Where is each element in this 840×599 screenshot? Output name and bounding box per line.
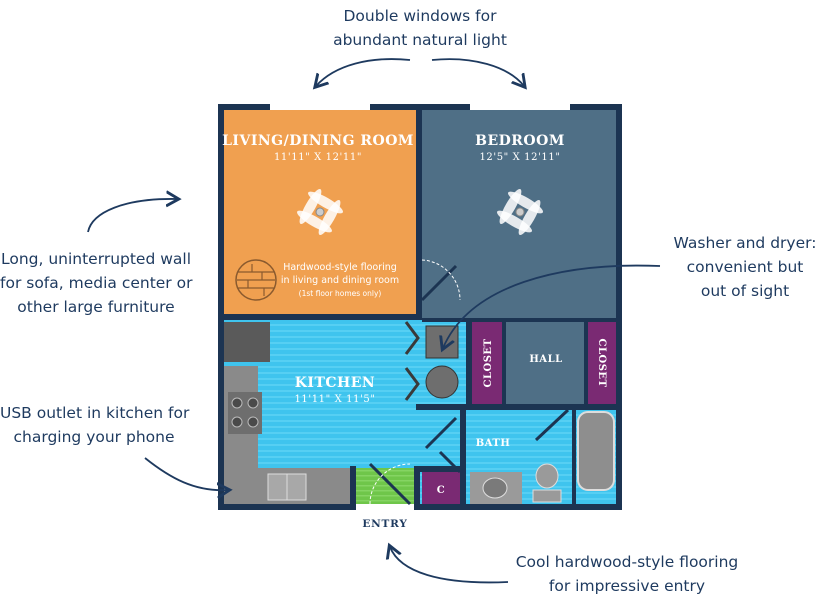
living-room-label: LIVING/DINING ROOM bbox=[222, 133, 414, 149]
annotation-line: Washer and dryer: bbox=[673, 234, 817, 252]
bath-sink bbox=[482, 477, 508, 499]
bathtub bbox=[577, 411, 615, 491]
dryer bbox=[425, 365, 459, 399]
arrow-windows-right bbox=[431, 58, 524, 86]
tub-door bbox=[534, 408, 570, 442]
annotation-washer: Washer and dryer: convenient but out of … bbox=[655, 231, 835, 303]
closet-left bbox=[472, 322, 502, 404]
wall bbox=[224, 314, 422, 320]
hall-label: HALL bbox=[529, 354, 562, 365]
burner bbox=[247, 416, 259, 428]
annotation-line: out of sight bbox=[700, 282, 790, 300]
ceiling-fan-icon bbox=[297, 189, 343, 235]
ceiling-fan-icon bbox=[497, 189, 543, 235]
entry-door bbox=[368, 462, 412, 506]
wall bbox=[416, 404, 616, 410]
bath-door bbox=[424, 416, 458, 450]
annotation-usb: USB outlet in kitchen for charging your … bbox=[0, 401, 190, 449]
wall bbox=[572, 410, 576, 504]
annotation-line: for impressive entry bbox=[548, 577, 706, 595]
hardwood-floor-icon bbox=[235, 259, 277, 301]
coat-closet-label: C bbox=[437, 485, 445, 496]
wall bbox=[350, 466, 356, 506]
laundry-door-bottom bbox=[404, 367, 420, 401]
toilet-tank bbox=[532, 489, 562, 503]
arrow-windows-left bbox=[316, 58, 411, 86]
toilet-bowl bbox=[535, 463, 559, 489]
kitchen-dims: 11'11" X 11'5" bbox=[294, 394, 375, 405]
annotation-line: Double windows for bbox=[343, 7, 497, 25]
burner bbox=[247, 397, 259, 409]
bath-corridor bbox=[416, 410, 466, 472]
coat-closet bbox=[422, 472, 460, 504]
kitchen-label: KITCHEN bbox=[295, 375, 375, 391]
living-room-dims: 11'11" X 12'11" bbox=[274, 152, 362, 163]
closet-right bbox=[588, 322, 616, 404]
bedroom-door bbox=[420, 264, 458, 302]
arrow-washer bbox=[443, 264, 661, 348]
annotation-line: USB outlet in kitchen for bbox=[0, 404, 190, 422]
bedroom-door-swing bbox=[421, 259, 461, 301]
wall bbox=[414, 466, 420, 506]
wall bbox=[416, 466, 466, 472]
bedroom-label: BEDROOM bbox=[475, 133, 565, 149]
burner bbox=[231, 397, 243, 409]
entry-label: ENTRY bbox=[362, 518, 407, 530]
closet-right-label: CLOSET bbox=[596, 339, 607, 388]
window-right bbox=[470, 104, 570, 110]
arrow-wall bbox=[87, 199, 177, 233]
burner bbox=[231, 416, 243, 428]
entry-door-swing bbox=[369, 463, 411, 505]
wall bbox=[466, 320, 472, 404]
wall bbox=[460, 410, 466, 504]
flooring-note-line3: (1st floor homes only) bbox=[299, 289, 382, 298]
annotation-line: other large furniture bbox=[17, 298, 175, 316]
annotation-line: for sofa, media center or bbox=[0, 274, 193, 292]
annotation-windows: Double windows for abundant natural ligh… bbox=[320, 4, 520, 52]
wall bbox=[584, 320, 588, 404]
wall bbox=[502, 320, 506, 404]
annotation-line: convenient but bbox=[686, 258, 804, 276]
closet-door bbox=[438, 450, 462, 474]
annotation-line: Long, uninterrupted wall bbox=[0, 250, 192, 268]
wall bbox=[416, 110, 422, 320]
laundry-door-top bbox=[404, 321, 420, 355]
annotation-entry-floor: Cool hardwood-style flooring for impress… bbox=[512, 550, 742, 598]
annotation-line: abundant natural light bbox=[333, 31, 507, 49]
flooring-note-line1: Hardwood-style flooring bbox=[283, 262, 397, 273]
window-left bbox=[270, 104, 370, 110]
annotation-line: Cool hardwood-style flooring bbox=[515, 553, 739, 571]
annotation-wall: Long, uninterrupted wall for sofa, media… bbox=[0, 247, 192, 319]
bath-label: BATH bbox=[476, 438, 511, 449]
wall bbox=[422, 318, 616, 322]
refrigerator bbox=[224, 322, 270, 362]
bedroom-dims: 12'5" X 12'11" bbox=[479, 152, 560, 163]
stove bbox=[228, 392, 262, 434]
arrow-entry-floor bbox=[390, 547, 509, 584]
closet-left-label: CLOSET bbox=[483, 338, 494, 387]
annotation-line: charging your phone bbox=[13, 428, 175, 446]
flooring-note-line2: in living and dining room bbox=[281, 275, 399, 286]
entry-opening bbox=[356, 504, 414, 510]
arrow-usb bbox=[144, 457, 228, 490]
